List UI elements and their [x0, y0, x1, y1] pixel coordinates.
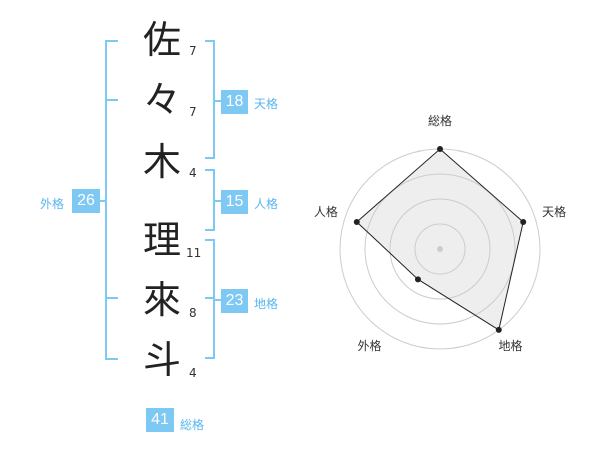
radar-point-1 [437, 146, 443, 152]
name-char-6: 斗 [142, 338, 181, 382]
name-char-5: 來 [142, 278, 181, 322]
jinkaku-score: 15 [221, 190, 248, 214]
soukaku-label: 総格 [180, 418, 205, 432]
stroke-count-2: 7 [189, 105, 197, 119]
stroke-count-3: 4 [189, 166, 197, 180]
radar-axis-label-1: 総格 [428, 113, 452, 128]
radar-ring-1 [414, 223, 466, 275]
name-char-2: 々 [142, 78, 181, 122]
radar-center [437, 246, 443, 252]
name-char-1: 佐 [142, 18, 181, 62]
name-char-3: 木 [142, 140, 181, 184]
stroke-count-6: 4 [189, 366, 197, 380]
tenkaku-score: 18 [221, 90, 248, 114]
radar-axis-label-5: 人格 [314, 204, 338, 219]
radar-outline [356, 148, 524, 331]
radar-point-5 [353, 218, 360, 225]
radar-axis-label-3: 地格 [499, 338, 523, 353]
radar-area [356, 149, 524, 330]
radar-ring-2 [389, 198, 491, 300]
tenkaku-bracket [205, 40, 215, 159]
chikaku-score: 23 [221, 289, 248, 313]
gaikaku-label: 外格 [40, 197, 65, 211]
radar-point-2 [520, 218, 527, 225]
gaikaku-score: 26 [72, 189, 100, 213]
radar-point-3 [495, 326, 502, 333]
jinkaku-label: 人格 [254, 197, 279, 211]
soukaku-score: 41 [146, 408, 174, 432]
stroke-count-4: 11 [186, 246, 202, 260]
stroke-count-5: 8 [189, 306, 197, 320]
radar-axis-label-2: 天格 [542, 204, 566, 219]
stroke-count-1: 7 [189, 44, 197, 58]
radar-point-4 [414, 276, 421, 283]
tenkaku-label: 天格 [254, 97, 279, 111]
radar-axis-label-4: 外格 [357, 338, 381, 353]
radar-ring-3 [364, 173, 516, 325]
chikaku-label: 地格 [254, 297, 279, 311]
name-char-4: 理 [142, 218, 181, 262]
